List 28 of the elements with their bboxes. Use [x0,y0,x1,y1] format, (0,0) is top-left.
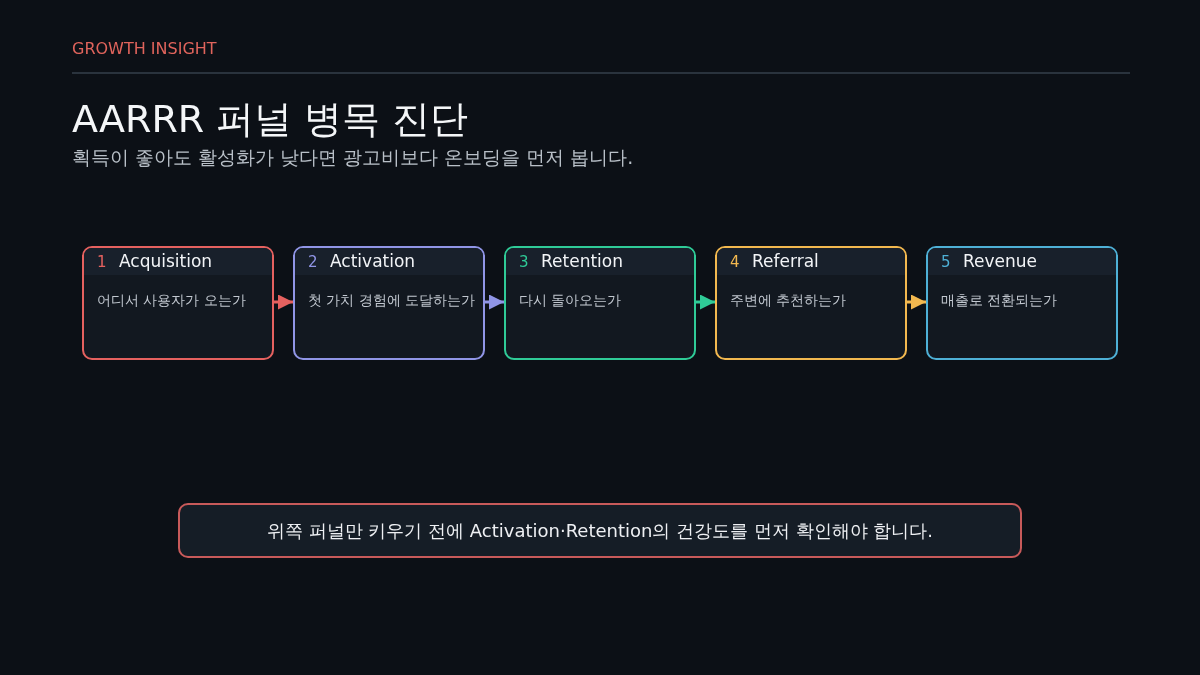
stage-description: 매출로 전환되는가 [941,292,1058,310]
step-number: 5 [941,253,951,271]
step-number: 1 [97,253,107,271]
stage-card [504,246,696,360]
stage-description: 어디서 사용자가 오는가 [97,292,246,310]
stage-card [926,246,1118,360]
subtitle: 획득이 좋아도 활성화가 낮다면 광고비보다 온보딩을 먼저 봅니다. [72,145,634,170]
stage-name: Retention [541,251,623,271]
stage-name: Activation [330,251,416,271]
step-number: 2 [308,253,318,271]
stage-name: Referral [752,251,819,271]
stage-description: 첫 가치 경험에 도달하는가 [308,292,475,310]
arrow [907,294,926,310]
arrow [485,294,504,310]
note-box: 위쪽 퍼널만 키우기 전에 Activation·Retention의 건강도를 먼저 확인해야 합니다. [178,503,1022,558]
step-number: 3 [519,253,529,271]
stage-name: Acquisition [119,251,213,271]
arrow [696,294,715,310]
stage-description: 다시 돌아오는가 [519,292,622,310]
section-label: GROWTH INSIGHT [72,39,217,58]
title: AARRR 퍼널 병목 진단 [72,96,469,143]
step-number: 4 [730,253,740,271]
stage-description: 주변에 추천하는가 [730,292,847,310]
stage-card [82,246,274,360]
stage-name: Revenue [963,251,1038,271]
arrow [274,294,293,310]
stage-card [715,246,907,360]
stage-card [293,246,485,360]
